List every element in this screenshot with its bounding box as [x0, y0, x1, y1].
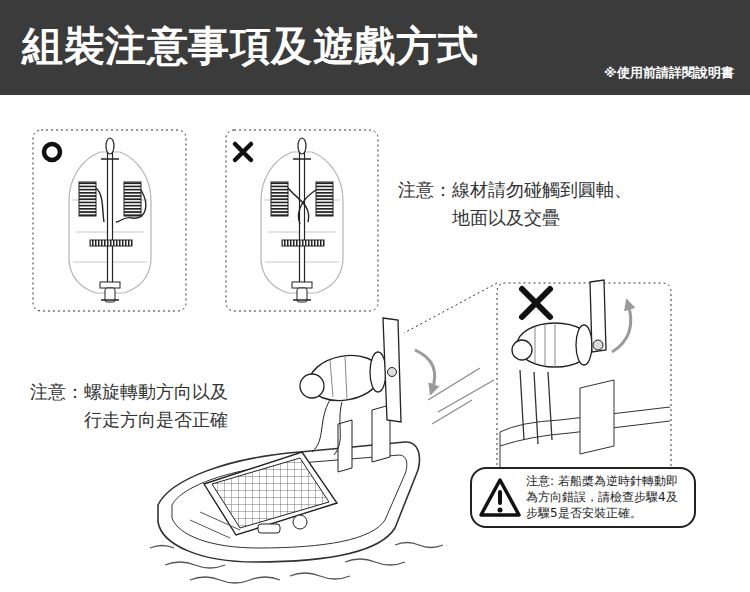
closeup-callout [580, 380, 614, 454]
water-waves [190, 577, 280, 583]
wrong-panel [288, 188, 316, 224]
closeup-callout [612, 304, 631, 352]
wrong-panel [226, 130, 378, 311]
correct-panel [69, 138, 151, 302]
water-waves [165, 562, 225, 568]
hovercraft-boat [415, 350, 435, 390]
usage-note: ※使用前請詳閱說明書 [604, 64, 734, 82]
warning-icon [478, 476, 522, 520]
closeup-callout [404, 280, 671, 470]
closeup-callout [497, 283, 671, 470]
correct-panel [96, 188, 146, 222]
hovercraft-boat [370, 352, 386, 392]
hovercraft-boat [312, 400, 342, 455]
hovercraft-boat [383, 318, 401, 422]
closeup-callout [520, 370, 552, 444]
hovercraft-boat [212, 458, 329, 528]
warning-text: 注意: 若船槳為逆時針轉動即為方向錯誤，請檢查步驟4及步驟5是否安裝正確。 [526, 474, 685, 521]
warning-box: 注意: 若船槳為逆時針轉動即為方向錯誤，請檢查步驟4及步驟5是否安裝正確。 [470, 467, 696, 528]
closeup-callout [404, 283, 497, 333]
direction-note: 注意：螺旋轉動方向以及行走方向是否正確 [30, 378, 233, 434]
correct-panel [44, 144, 60, 160]
water-waves [345, 559, 405, 565]
water-waves [395, 543, 443, 548]
hovercraft-boat [300, 374, 324, 398]
warning-mark [498, 507, 503, 512]
water-waves [150, 543, 443, 584]
closeup-callout [576, 325, 592, 365]
wrong-panel [235, 144, 251, 160]
wrong-panel [226, 130, 378, 311]
wrong-panel [261, 138, 343, 302]
hovercraft-boat [388, 368, 397, 377]
correct-panel [33, 130, 186, 311]
hovercraft-boat [330, 357, 347, 399]
closeup-callout [522, 289, 550, 317]
hovercraft-boat [172, 455, 407, 548]
water-waves [290, 573, 350, 579]
correct-panel [33, 130, 186, 311]
water-waves [150, 546, 174, 549]
header-band [0, 0, 750, 95]
closeup-callout [590, 280, 606, 352]
hovercraft-boat [258, 524, 280, 533]
closeup-callout [593, 340, 603, 350]
hovercraft-boat [293, 515, 307, 529]
page-title: 組裝注意事項及遊戲方式 [22, 22, 479, 71]
hovercraft-boat [190, 512, 240, 538]
hovercraft-boat [428, 368, 494, 424]
closeup-callout [512, 340, 532, 360]
closeup-callout [535, 323, 555, 367]
warning-triangle [481, 480, 519, 515]
hovercraft-boat [158, 318, 494, 562]
wire-note: 注意：線材請勿碰觸到圓軸、地面以及交疊 [398, 176, 637, 232]
warning-mark [498, 490, 502, 505]
